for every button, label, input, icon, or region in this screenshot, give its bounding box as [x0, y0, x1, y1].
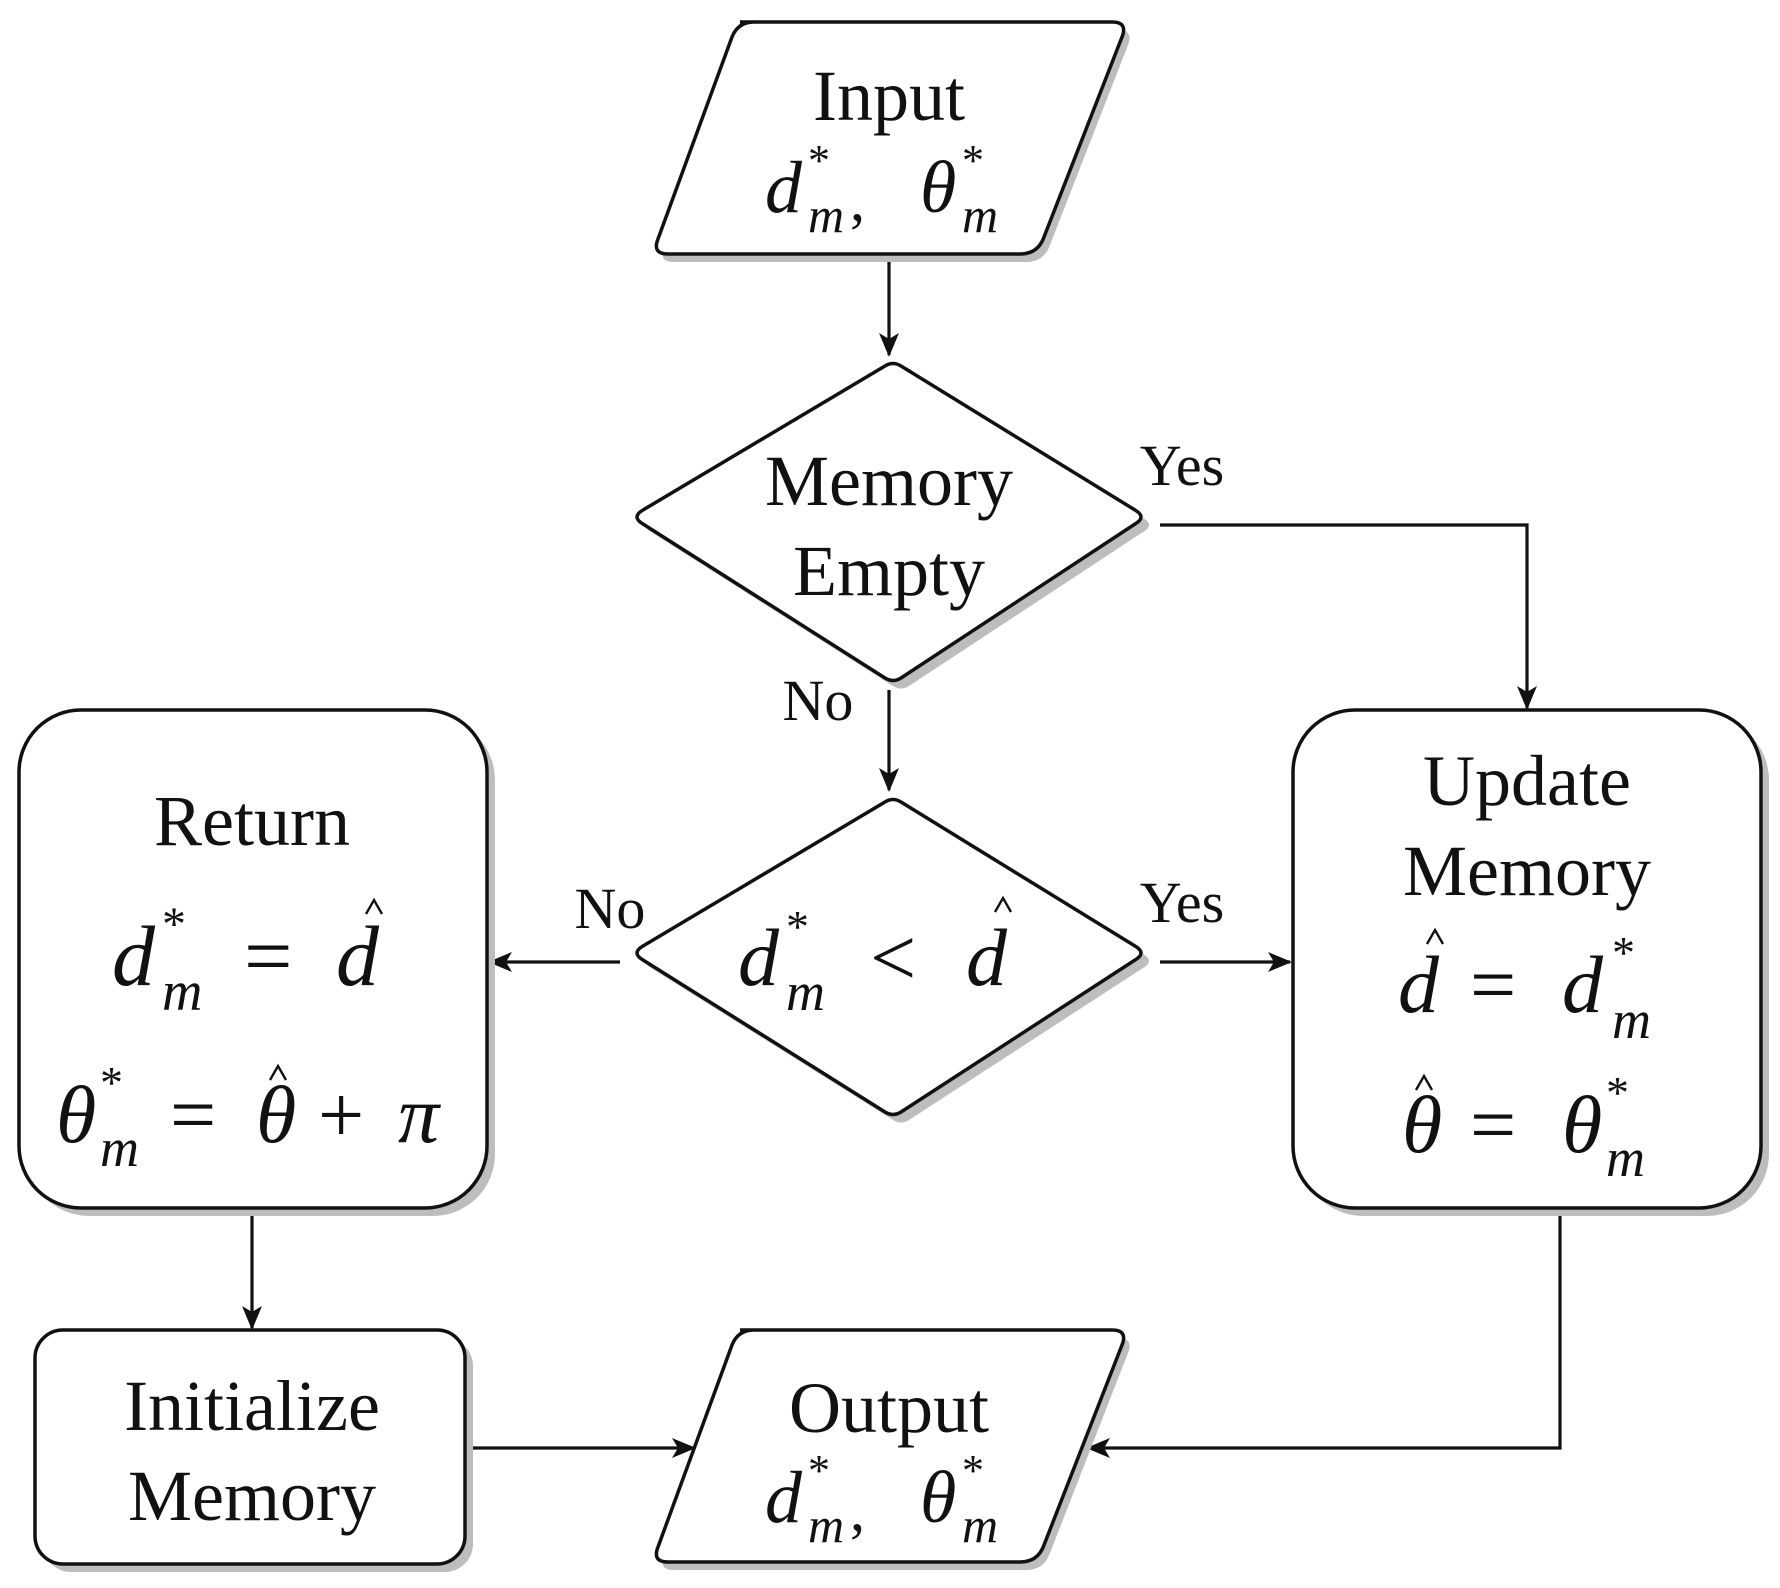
output-star-1: *: [808, 1446, 830, 1495]
edge-memory-empty-yes-to-update: [1160, 523, 1537, 710]
input-comma: ,: [850, 167, 865, 233]
output-node: Output d * m , θ * m: [654, 1328, 1130, 1570]
compare-var-dhat: d: [966, 912, 1008, 1003]
svg-text:m: m: [1612, 990, 1651, 1050]
update-memory-line2: Memory: [1403, 831, 1651, 911]
return-formula-1: d * m = d: [112, 897, 384, 1023]
compare-formula: d * m < d: [738, 895, 1013, 1022]
input-title: Input: [813, 56, 965, 136]
initialize-memory-box: Initialize Memory: [33, 1328, 473, 1572]
return-title: Return: [154, 781, 350, 861]
compare-sub-m: m: [786, 962, 825, 1022]
input-node: Input d * m , θ * m: [654, 20, 1130, 262]
input-formula: d * m , θ * m: [765, 136, 998, 243]
svg-text:d: d: [336, 908, 380, 1004]
svg-text:+: +: [318, 1069, 364, 1160]
input-var-theta: θ: [920, 147, 956, 229]
update-formula-1: d = d * m: [1398, 927, 1651, 1050]
output-sub-m-1: m: [808, 1497, 844, 1553]
input-sub-m-2: m: [962, 187, 998, 243]
svg-text:d: d: [1562, 939, 1604, 1030]
svg-text:m: m: [1606, 1128, 1645, 1188]
svg-text:=: =: [1470, 939, 1516, 1030]
svg-text:θ: θ: [56, 1069, 96, 1160]
memory-empty-line2: Empty: [793, 531, 985, 611]
memory-empty-decision: Memory Empty: [635, 361, 1149, 689]
label-compare-no: No: [575, 876, 646, 941]
compare-decision: d * m < d: [635, 797, 1149, 1123]
input-var-d: d: [765, 147, 803, 229]
label-compare-yes: Yes: [1140, 870, 1224, 935]
initialize-memory-line1: Initialize: [124, 1366, 380, 1446]
label-memory-empty-no: No: [783, 668, 854, 733]
svg-text:m: m: [162, 961, 202, 1023]
svg-text:θ: θ: [256, 1069, 296, 1160]
update-memory-box: Update Memory d = d * m θ = θ * m: [1291, 708, 1769, 1216]
output-var-d: d: [765, 1457, 803, 1539]
label-memory-empty-yes: Yes: [1140, 433, 1224, 498]
memory-empty-line1: Memory: [765, 441, 1013, 521]
compare-hat: [993, 895, 1013, 913]
compare-op: <: [870, 912, 916, 1003]
svg-text:π: π: [398, 1069, 441, 1160]
output-formula: d * m , θ * m: [765, 1446, 998, 1553]
output-sub-m-2: m: [962, 1497, 998, 1553]
update-memory-line1: Update: [1423, 741, 1631, 821]
input-star-2: *: [962, 136, 984, 185]
output-var-theta: θ: [920, 1457, 956, 1539]
edge-labels: Yes No Yes No: [575, 433, 1225, 941]
svg-text:=: =: [244, 908, 293, 1004]
return-formula-2: θ * m = θ + π: [56, 1057, 441, 1178]
svg-text:θ: θ: [1562, 1079, 1602, 1170]
svg-text:*: *: [1612, 927, 1635, 978]
svg-text:θ: θ: [1402, 1079, 1442, 1170]
output-title: Output: [789, 1368, 989, 1448]
svg-text:m: m: [100, 1118, 139, 1178]
update-formula-2: θ = θ * m: [1402, 1067, 1645, 1188]
input-sub-m-1: m: [808, 187, 844, 243]
initialize-memory-line2: Memory: [128, 1456, 376, 1536]
svg-text:*: *: [100, 1057, 123, 1108]
svg-text:*: *: [1606, 1067, 1629, 1118]
svg-text:d: d: [1398, 939, 1440, 1030]
compare-var-d: d: [738, 912, 780, 1003]
input-star-1: *: [808, 136, 830, 185]
output-comma: ,: [850, 1477, 865, 1543]
compare-star: *: [786, 901, 809, 952]
svg-text:d: d: [112, 908, 156, 1004]
svg-text:=: =: [1470, 1079, 1516, 1170]
output-star-2: *: [962, 1446, 984, 1495]
edges: [242, 258, 1562, 1458]
svg-text:=: =: [170, 1069, 216, 1160]
return-box: Return d * m = d θ * m = θ + π: [17, 708, 495, 1216]
svg-text:*: *: [162, 898, 186, 951]
edge-update-to-output: [1086, 1215, 1562, 1458]
